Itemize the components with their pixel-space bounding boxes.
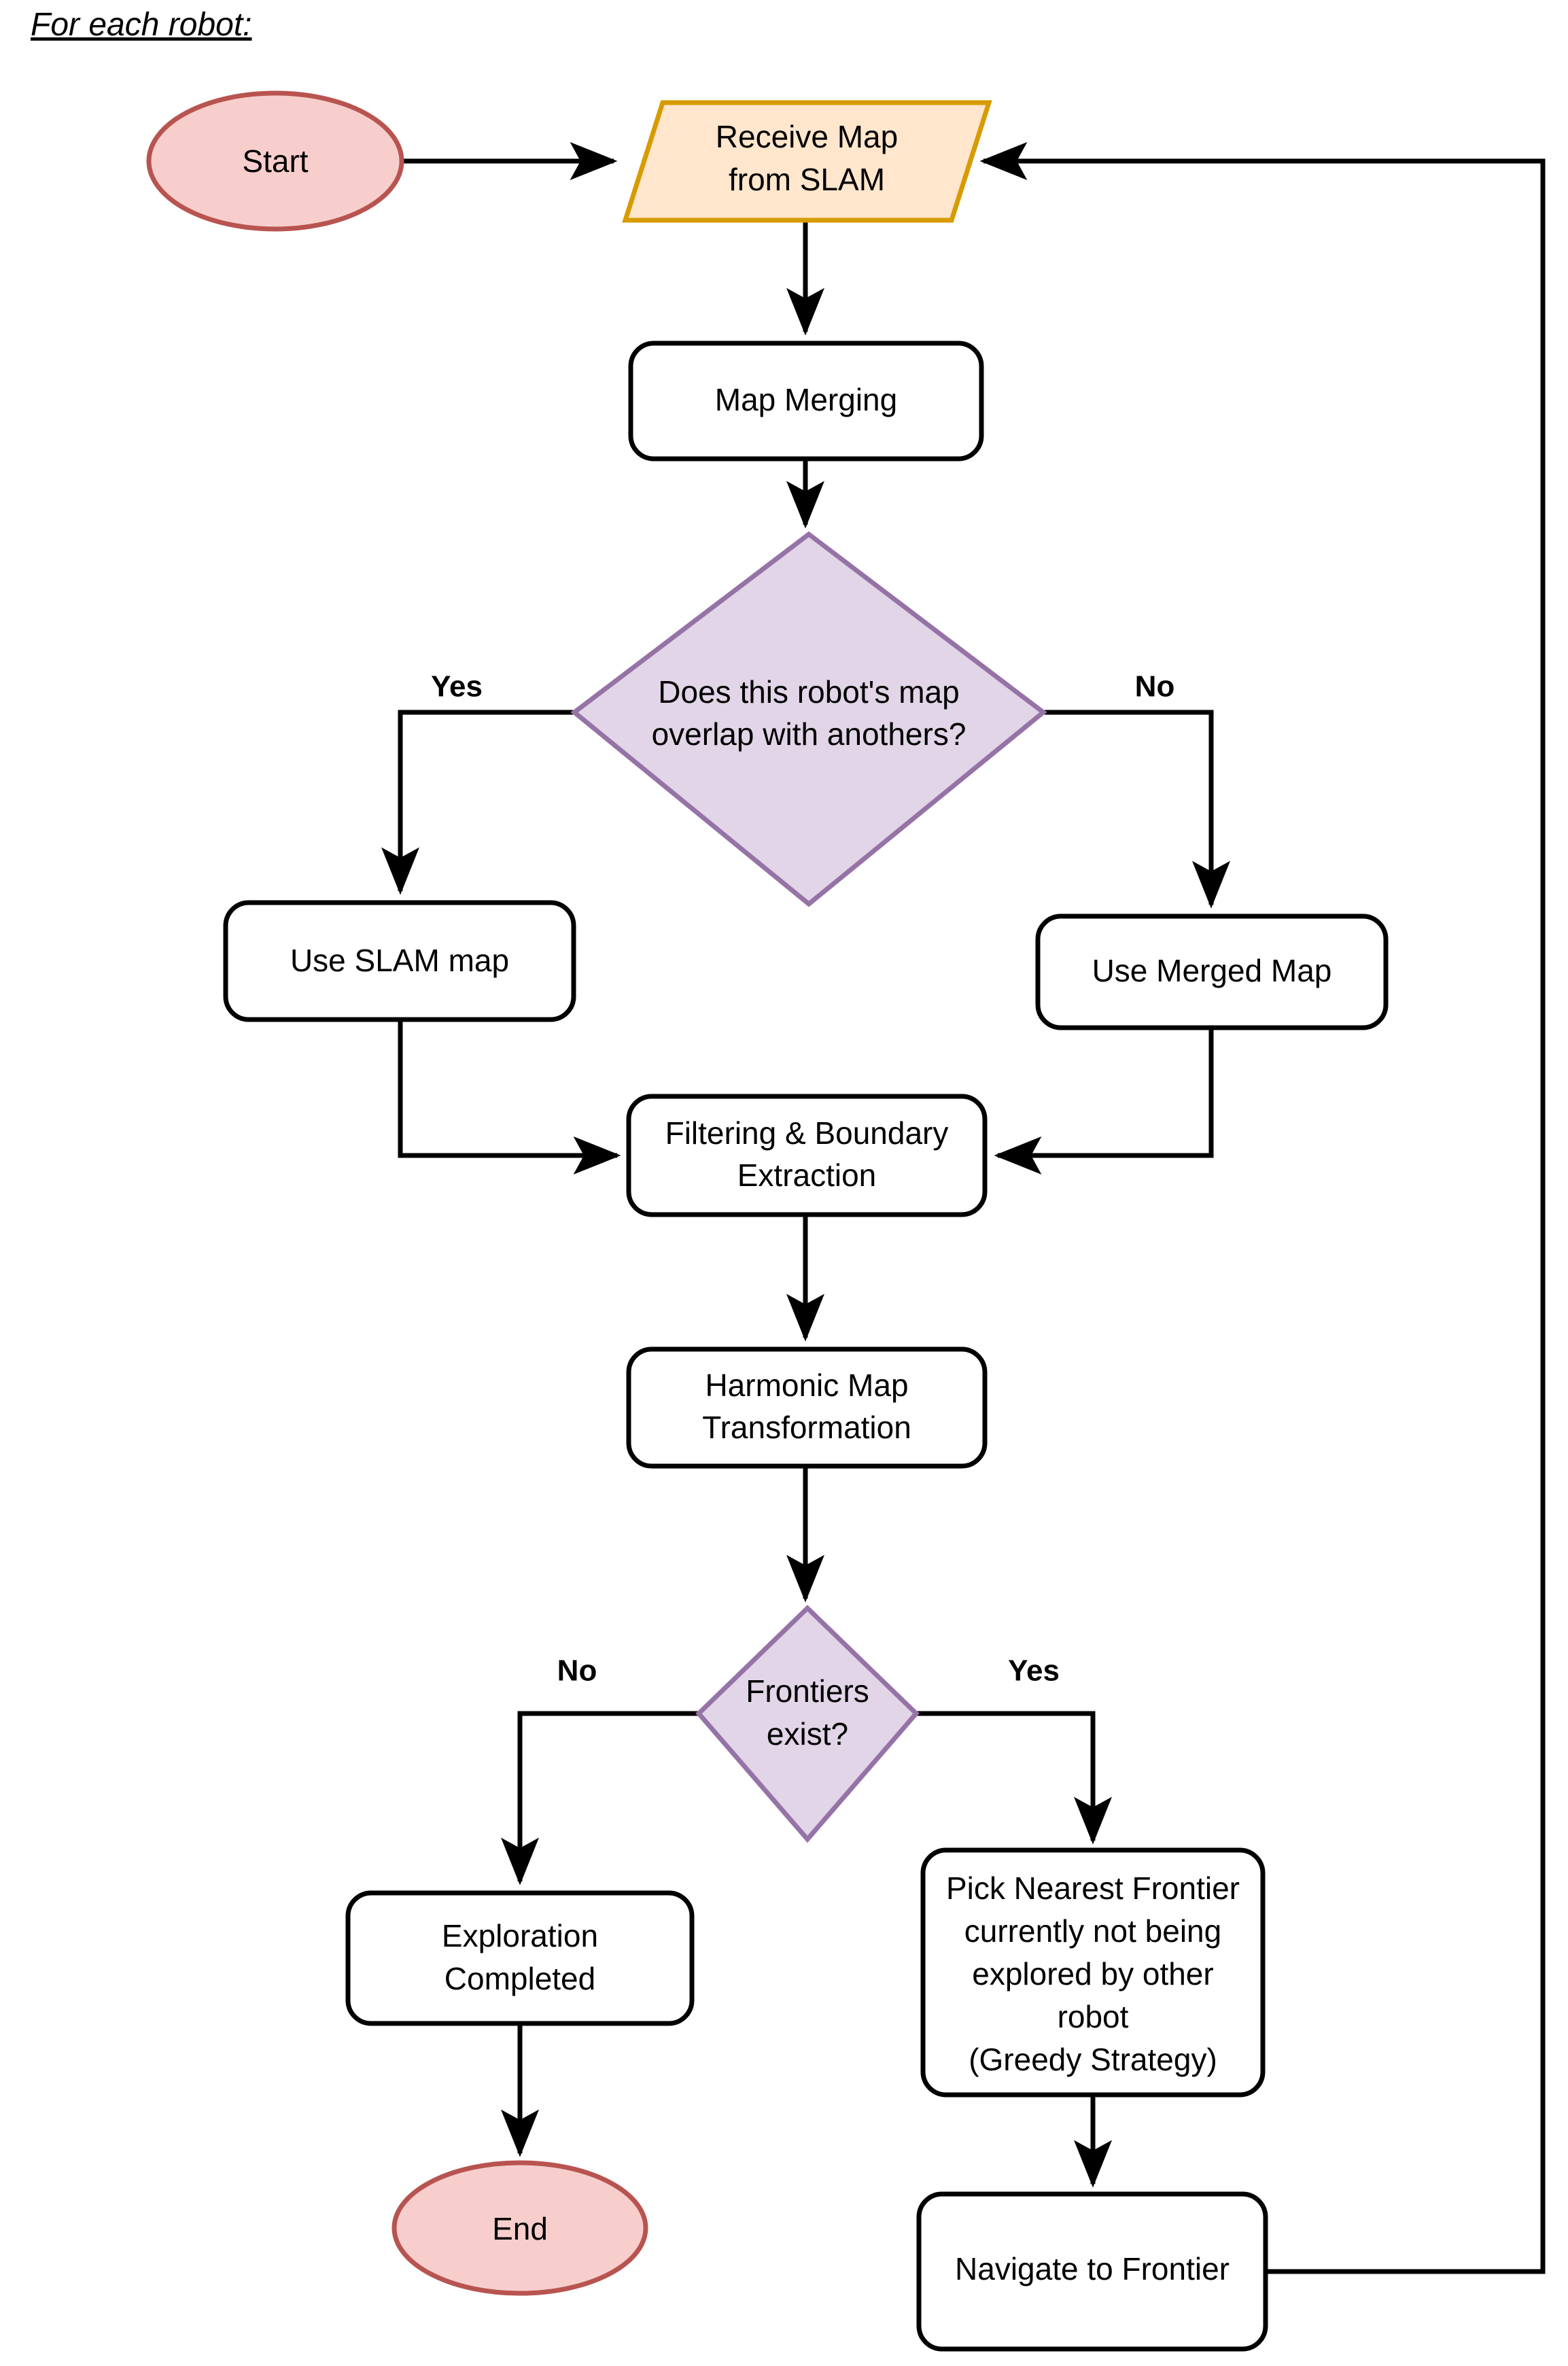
node-pick-nearest-frontier[interactable]: Pick Nearest Frontier currently not bein… <box>920 1847 1266 2098</box>
edge-use-merged-to-filtering <box>994 1027 1214 1175</box>
filtering-label-line2: Extraction <box>737 1158 877 1193</box>
frontiers-decision-label-line2: exist? <box>767 1716 848 1752</box>
overlap-decision-label-line2: overlap with anothers? <box>652 716 966 752</box>
frontiers-decision-diamond <box>695 1605 920 1843</box>
start-label: Start <box>242 143 308 179</box>
node-use-merged-map[interactable]: Use Merged Map <box>1035 914 1389 1030</box>
end-label: End <box>492 2211 548 2246</box>
node-start[interactable]: Start <box>146 90 404 232</box>
node-end[interactable]: End <box>391 2160 648 2296</box>
edge-label-overlap-yes: Yes <box>431 670 483 703</box>
map-merging-label: Map Merging <box>715 382 897 417</box>
receive-map-label-line2: from SLAM <box>729 162 885 197</box>
frontiers-decision-label-line1: Frontiers <box>746 1673 869 1709</box>
exploration-completed-label-line2: Completed <box>445 1961 595 1996</box>
filtering-label-line1: Filtering & Boundary <box>665 1115 949 1151</box>
pick-nearest-frontier-label-line5: (Greedy Strategy) <box>969 2042 1217 2077</box>
edge-use-slam-to-filtering <box>398 1020 621 1175</box>
edge-frontiers-no-to-exploration <box>501 1711 699 1885</box>
pick-nearest-frontier-label-line4: robot <box>1058 1999 1129 2034</box>
overlap-decision-diamond <box>570 531 1047 907</box>
edge-frontiers-yes-to-pick-frontier <box>916 1711 1112 1845</box>
pick-nearest-frontier-label-line2: currently not being <box>964 1913 1221 1949</box>
receive-map-parallelogram <box>622 100 992 223</box>
pick-nearest-frontier-rect <box>920 1847 1266 2098</box>
edge-label-frontiers-yes: Yes <box>1008 1654 1060 1688</box>
pick-nearest-frontier-label-line1: Pick Nearest Frontier <box>946 1871 1240 1906</box>
node-harmonic-map-transformation[interactable]: Harmonic Map Transformation <box>626 1346 988 1469</box>
node-navigate-to-frontier[interactable]: Navigate to Frontier <box>916 2191 1268 2352</box>
edge-navigate-to-receive-map-loop <box>979 142 1546 2274</box>
harmonic-label-line1: Harmonic Map <box>705 1368 908 1403</box>
use-merged-map-label: Use Merged Map <box>1092 953 1332 988</box>
node-frontiers-decision[interactable]: Frontiers exist? <box>695 1605 920 1843</box>
end-ellipse <box>391 2160 648 2296</box>
navigate-to-frontier-rect <box>916 2191 1268 2352</box>
edge-overlap-no-to-use-merged <box>1045 710 1230 909</box>
diagram-title: For each robot: <box>31 7 252 43</box>
exploration-completed-label-line1: Exploration <box>442 1918 598 1953</box>
node-filtering-boundary-extraction[interactable]: Filtering & Boundary Extraction <box>626 1094 988 1217</box>
edge-label-frontiers-no: No <box>557 1654 597 1688</box>
use-slam-map-rect <box>223 900 576 1022</box>
use-slam-map-label: Use SLAM map <box>290 943 509 978</box>
node-exploration-completed[interactable]: Exploration Completed <box>345 1890 695 2026</box>
overlap-decision-label-line1: Does this robot's map <box>658 674 959 710</box>
node-map-merging[interactable]: Map Merging <box>628 341 984 462</box>
start-ellipse <box>146 90 404 232</box>
harmonic-label-line2: Transformation <box>702 1410 911 1445</box>
navigate-to-frontier-label: Navigate to Frontier <box>955 2251 1230 2286</box>
node-use-slam-map[interactable]: Use SLAM map <box>223 900 576 1022</box>
filtering-rect <box>626 1094 988 1217</box>
exploration-completed-rect <box>345 1890 695 2026</box>
map-merging-rect <box>628 341 984 462</box>
harmonic-rect <box>626 1346 988 1469</box>
node-receive-map[interactable]: Receive Map from SLAM <box>622 100 992 223</box>
use-merged-map-rect <box>1035 914 1389 1030</box>
node-overlap-decision[interactable]: Does this robot's map overlap with anoth… <box>570 531 1047 907</box>
receive-map-label-line1: Receive Map <box>716 119 898 154</box>
pick-nearest-frontier-label-line3: explored by other <box>972 1956 1213 1991</box>
edge-overlap-yes-to-use-slam <box>381 710 573 895</box>
edge-label-overlap-no: No <box>1135 670 1175 703</box>
